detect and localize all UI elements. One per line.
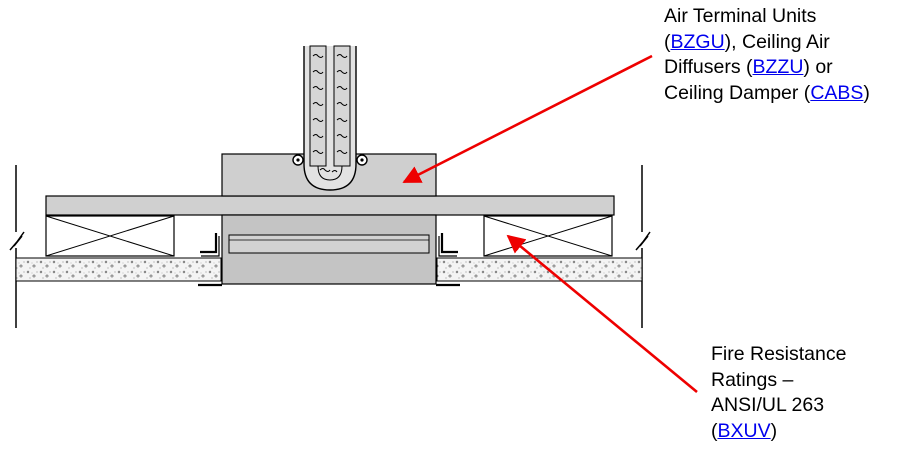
callout-line: ANSI/UL 263 (711, 394, 825, 416)
callout-line: Air Terminal Units (664, 5, 817, 27)
insulation-right (483, 215, 613, 257)
callout-air-terminal-units: Air Terminal Units (BZGU), Ceiling Air D… (664, 4, 904, 106)
callout-line: (BXUV) (711, 419, 778, 442)
left-wall (9, 165, 25, 328)
flexible-duct (292, 45, 368, 191)
bzgu-link[interactable]: BZGU (670, 30, 725, 53)
callout-line: Fire Resistance (711, 343, 847, 365)
callout-fire-resistance-ratings: Fire Resistance Ratings – ANSI/UL 263 (B… (711, 342, 901, 444)
callout-line: Ceiling Damper (CABS) (664, 81, 870, 104)
cabs-link[interactable]: CABS (810, 81, 864, 104)
mounting-angle-left (200, 233, 220, 257)
ceiling-membrane (15, 257, 643, 282)
mounting-angle-right (438, 233, 458, 257)
insulation-left (45, 215, 175, 257)
callout-line: (BZGU), Ceiling Air (664, 30, 830, 53)
diffuser-body (221, 214, 437, 285)
bxuv-link[interactable]: BXUV (717, 419, 771, 442)
callout-arrow-bottom (506, 234, 698, 394)
bzzu-link[interactable]: BZZU (752, 56, 804, 78)
callout-line: Diffusers (BZZU) or (664, 56, 833, 78)
right-wall (635, 165, 651, 328)
callout-arrow-top (402, 54, 653, 184)
callout-line: Ratings – (711, 368, 794, 391)
horizontal-board (45, 195, 615, 216)
